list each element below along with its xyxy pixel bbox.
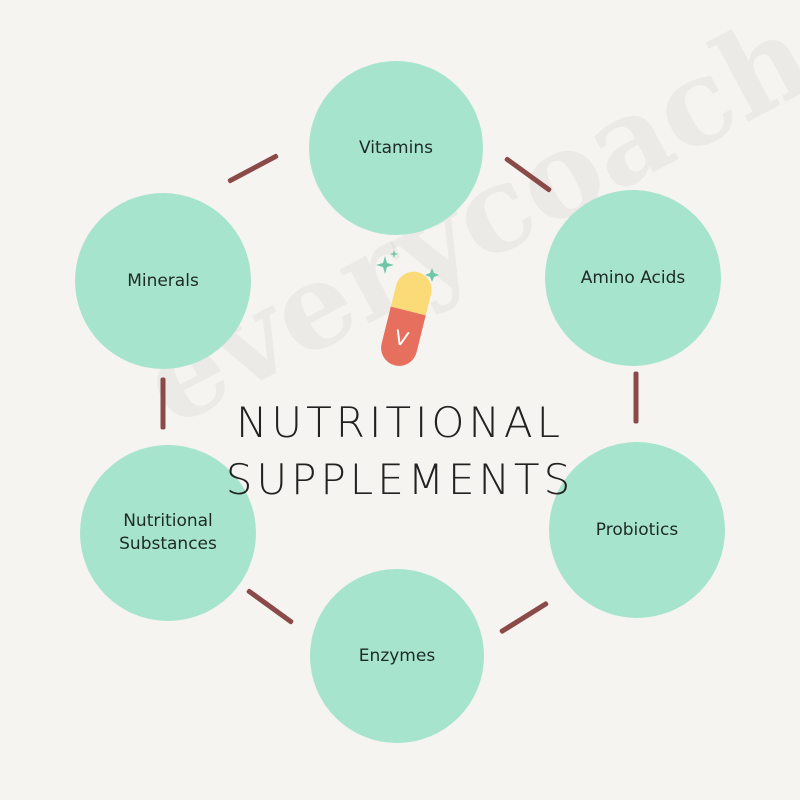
- sparkle-icon: [376, 250, 439, 282]
- node-label-vitamins: Vitamins: [359, 137, 433, 158]
- title-line-1: NUTRITIONAL: [235, 398, 565, 447]
- connector-probiotics-enzymes: [498, 600, 550, 635]
- node-label-probiotics: Probiotics: [595, 519, 679, 540]
- connector-enzymes-nutritional-substances: [245, 588, 295, 625]
- title-line-2: SUPPLEMENTS: [225, 455, 575, 504]
- node-probiotics: Probiotics: [549, 442, 725, 618]
- node-amino-acids: Amino Acids: [545, 190, 721, 366]
- node-label-amino-acids: Amino Acids: [580, 267, 686, 288]
- node-label-enzymes: Enzymes: [358, 645, 436, 666]
- connector-vitamins-amino-acids: [503, 156, 553, 193]
- node-nutritional-substances: Nutritional Substances: [80, 445, 256, 621]
- node-label-minerals: Minerals: [127, 270, 199, 291]
- node-minerals: Minerals: [75, 193, 251, 369]
- connector-minerals-vitamins: [227, 153, 279, 184]
- node-vitamins: Vitamins: [309, 61, 483, 235]
- connector-amino-acids-probiotics: [633, 371, 639, 424]
- pill-letter: V: [392, 325, 411, 352]
- pill-icon: V: [350, 248, 450, 388]
- node-enzymes: Enzymes: [310, 569, 484, 743]
- connector-nutritional-substances-minerals: [160, 377, 166, 430]
- node-label-nutritional-substances: Nutritional Substances: [119, 511, 217, 554]
